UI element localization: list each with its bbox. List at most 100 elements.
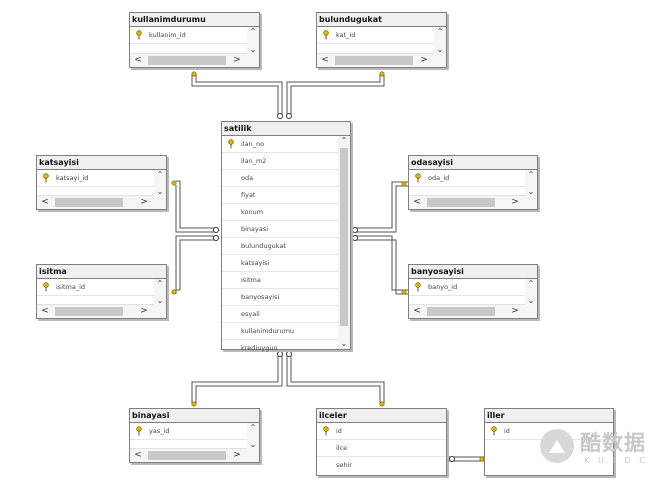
- horizontal-scrollbar[interactable]: <>: [37, 195, 154, 209]
- scroll-thumb[interactable]: [148, 56, 226, 65]
- scroll-down-icon[interactable]: ⌄: [527, 296, 535, 305]
- vertical-scrollbar[interactable]: ⌃⌄: [247, 423, 259, 450]
- key-icon: [43, 173, 49, 183]
- horizontal-scrollbar[interactable]: <>: [317, 53, 434, 67]
- scroll-up-icon[interactable]: ⌃: [156, 170, 164, 179]
- column-row[interactable]: oda: [222, 170, 338, 187]
- scroll-down-icon[interactable]: ⌄: [340, 339, 348, 348]
- scroll-thumb[interactable]: [55, 307, 123, 316]
- vertical-scrollbar[interactable]: ⌃⌄: [434, 27, 446, 55]
- horizontal-scrollbar[interactable]: <>: [130, 448, 247, 462]
- table-title: binayasi: [130, 409, 259, 423]
- column-row[interactable]: ilce: [317, 440, 446, 457]
- scroll-up-icon[interactable]: ⌃: [249, 27, 257, 36]
- vertical-scrollbar[interactable]: ⌃⌄: [525, 279, 537, 306]
- table-ilceler[interactable]: ilceler id ilce sehir: [316, 408, 447, 476]
- column-row[interactable]: banyosayisi: [222, 289, 338, 306]
- scroll-thumb[interactable]: [148, 451, 226, 460]
- scroll-right-icon[interactable]: >: [140, 197, 148, 207]
- table-iller[interactable]: iller id: [484, 408, 614, 476]
- column-row[interactable]: kat_id: [317, 27, 434, 44]
- scroll-thumb[interactable]: [335, 56, 413, 65]
- table-satilik[interactable]: satilik ilan_no ilan_m2 oda fiyat konum …: [221, 121, 351, 352]
- column-row[interactable]: kullanimdurumu: [222, 323, 338, 340]
- column-row[interactable]: bulundugukat: [222, 238, 338, 255]
- key-icon: [415, 282, 421, 292]
- scroll-up-icon[interactable]: ⌃: [156, 279, 164, 288]
- column-row[interactable]: yas_id: [130, 423, 247, 440]
- column-row[interactable]: isitma: [222, 272, 338, 289]
- vertical-scrollbar[interactable]: ⌃⌄: [154, 279, 166, 306]
- scroll-corner: [525, 196, 537, 209]
- column-row[interactable]: binayasi: [222, 221, 338, 238]
- horizontal-scrollbar[interactable]: <>: [130, 53, 247, 67]
- scroll-left-icon[interactable]: <: [41, 306, 49, 316]
- column-row[interactable]: oda_id: [409, 170, 525, 187]
- table-title: katsayisi: [37, 156, 166, 170]
- scroll-left-icon[interactable]: <: [41, 197, 49, 207]
- column-row[interactable]: katsayi_id: [37, 170, 154, 187]
- key-icon: [323, 426, 329, 436]
- table-banyosayisi[interactable]: banyosayisi banyo_id ⌃⌄ <>: [408, 264, 538, 319]
- column-row[interactable]: fiyat: [222, 187, 338, 204]
- table-title: kullanimdurumu: [130, 13, 259, 27]
- column-name: ilan_m2: [241, 157, 267, 165]
- scroll-right-icon[interactable]: >: [140, 306, 148, 316]
- column-row[interactable]: sehir: [317, 457, 446, 473]
- scroll-thumb[interactable]: [340, 148, 348, 326]
- column-row[interactable]: ilan_m2: [222, 153, 338, 170]
- scroll-up-icon[interactable]: ⌃: [436, 27, 444, 36]
- vertical-scrollbar[interactable]: ⌃⌄: [154, 170, 166, 197]
- scroll-down-icon[interactable]: ⌄: [527, 187, 535, 196]
- scroll-right-icon[interactable]: >: [420, 55, 428, 65]
- scroll-down-icon[interactable]: ⌄: [249, 440, 257, 449]
- table-title: odasayisi: [409, 156, 537, 170]
- column-name: katsayisi: [241, 259, 270, 267]
- horizontal-scrollbar[interactable]: <>: [409, 304, 525, 318]
- scroll-thumb[interactable]: [55, 198, 123, 207]
- scroll-thumb[interactable]: [427, 307, 495, 316]
- column-row[interactable]: krediuygun: [222, 340, 338, 356]
- scroll-down-icon[interactable]: ⌄: [156, 296, 164, 305]
- scroll-down-icon[interactable]: ⌄: [436, 45, 444, 54]
- table-kullanimdurumu[interactable]: kullanimdurumu kullanim_id ⌃⌄ <>: [129, 12, 260, 68]
- table-katsayisi[interactable]: katsayisi katsayi_id ⌃⌄ <>: [36, 155, 167, 210]
- table-isitma[interactable]: isitma isitma_id ⌃⌄ <>: [36, 264, 167, 319]
- vertical-scrollbar[interactable]: ⌃⌄: [525, 170, 537, 197]
- scroll-right-icon[interactable]: >: [233, 450, 241, 460]
- scroll-down-icon[interactable]: ⌄: [156, 187, 164, 196]
- scroll-thumb[interactable]: [427, 198, 495, 207]
- vertical-scrollbar[interactable]: ⌃ ⌄: [338, 136, 350, 349]
- scroll-left-icon[interactable]: <: [413, 197, 421, 207]
- scroll-right-icon[interactable]: >: [233, 55, 241, 65]
- column-row[interactable]: katsayisi: [222, 255, 338, 272]
- scroll-up-icon[interactable]: ⌃: [249, 423, 257, 432]
- scroll-left-icon[interactable]: <: [413, 306, 421, 316]
- column-row[interactable]: kullanim_id: [130, 27, 247, 44]
- scroll-right-icon[interactable]: >: [511, 197, 519, 207]
- column-name: yas_id: [149, 427, 170, 435]
- watermark-subtext: KUIDC: [584, 456, 654, 465]
- scroll-left-icon[interactable]: <: [134, 55, 142, 65]
- column-row[interactable]: banyo_id: [409, 279, 525, 296]
- column-list: kat_id: [317, 27, 434, 44]
- column-row[interactable]: ilan_no: [222, 136, 338, 153]
- scroll-up-icon[interactable]: ⌃: [527, 170, 535, 179]
- table-odasayisi[interactable]: odasayisi oda_id ⌃⌄ <>: [408, 155, 538, 210]
- scroll-down-icon[interactable]: ⌄: [249, 45, 257, 54]
- column-row[interactable]: esyali: [222, 306, 338, 323]
- column-row[interactable]: isitma_id: [37, 279, 154, 296]
- table-bulundugukat[interactable]: bulundugukat kat_id ⌃⌄ <>: [316, 12, 447, 68]
- horizontal-scrollbar[interactable]: <>: [409, 195, 525, 209]
- scroll-left-icon[interactable]: <: [134, 450, 142, 460]
- scroll-right-icon[interactable]: >: [511, 306, 519, 316]
- column-row[interactable]: id: [317, 423, 446, 440]
- scroll-up-icon[interactable]: ⌃: [527, 279, 535, 288]
- horizontal-scrollbar[interactable]: <>: [37, 304, 154, 318]
- scroll-left-icon[interactable]: <: [321, 55, 329, 65]
- scroll-up-icon[interactable]: ⌃: [340, 136, 348, 145]
- column-row[interactable]: konum: [222, 204, 338, 221]
- vertical-scrollbar[interactable]: ⌃⌄: [247, 27, 259, 55]
- table-binayasi[interactable]: binayasi yas_id ⌃⌄ <>: [129, 408, 260, 463]
